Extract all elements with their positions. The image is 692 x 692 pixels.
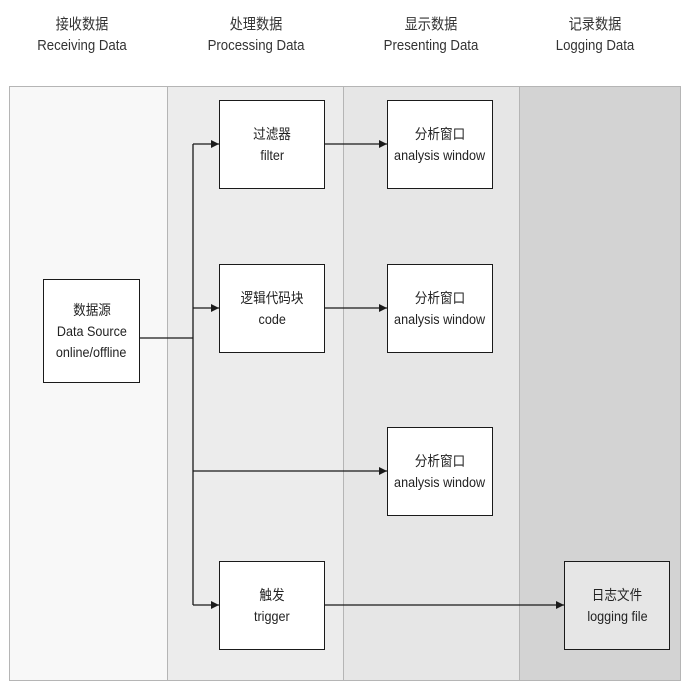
node-label-en: filter	[260, 146, 284, 163]
lane-title-en: Receiving Data	[37, 37, 127, 54]
node-label-en: Data Source	[56, 322, 127, 339]
node-label-cn: 过滤器	[253, 125, 291, 142]
lane-title-en: Logging Data	[555, 37, 635, 54]
analysis-window-node-3: 分析窗口 analysis window	[387, 427, 493, 516]
node-label-cn: 逻辑代码块	[240, 289, 304, 306]
lane-title-en: Presenting Data	[383, 37, 479, 54]
lane-title-cn: 接收数据	[55, 16, 109, 33]
node-label-cn: 分析窗口	[414, 452, 466, 469]
node-label-extra: online/offline	[56, 343, 127, 360]
lane-header-logging: 记录数据 Logging Data	[518, 14, 673, 56]
node-label-en: analysis window	[394, 310, 486, 327]
node-label-en: trigger	[254, 607, 290, 624]
node-label-cn: 数据源	[72, 301, 111, 318]
node-label-cn: 分析窗口	[414, 125, 466, 142]
node-label-cn: 分析窗口	[414, 289, 466, 306]
lane-header-presenting: 显示数据 Presenting Data	[354, 14, 509, 56]
lane-title-cn: 记录数据	[568, 16, 622, 33]
lane-header-processing: 处理数据 Processing Data	[179, 14, 334, 56]
filter-node: 过滤器 filter	[219, 100, 325, 189]
lane-title-cn: 处理数据	[229, 16, 283, 33]
trigger-node: 触发 trigger	[219, 561, 325, 650]
logging-file-node: 日志文件 logging file	[564, 561, 670, 650]
node-label-en: analysis window	[394, 146, 486, 163]
analysis-window-node-2: 分析窗口 analysis window	[387, 264, 493, 353]
code-node: 逻辑代码块 code	[219, 264, 325, 353]
lane-receiving	[9, 86, 168, 681]
analysis-window-node-1: 分析窗口 analysis window	[387, 100, 493, 189]
lane-title-cn: 显示数据	[404, 16, 458, 33]
node-label-cn: 日志文件	[591, 586, 643, 603]
node-label-cn: 触发	[259, 586, 285, 603]
lane-header-receiving: 接收数据 Receiving Data	[5, 14, 160, 56]
node-label-en: code	[258, 310, 286, 327]
data-source-node: 数据源 Data Source online/offline	[43, 279, 140, 383]
node-label-en: logging file	[586, 607, 648, 624]
node-label-en: analysis window	[394, 473, 486, 490]
lane-title-en: Processing Data	[207, 37, 305, 54]
